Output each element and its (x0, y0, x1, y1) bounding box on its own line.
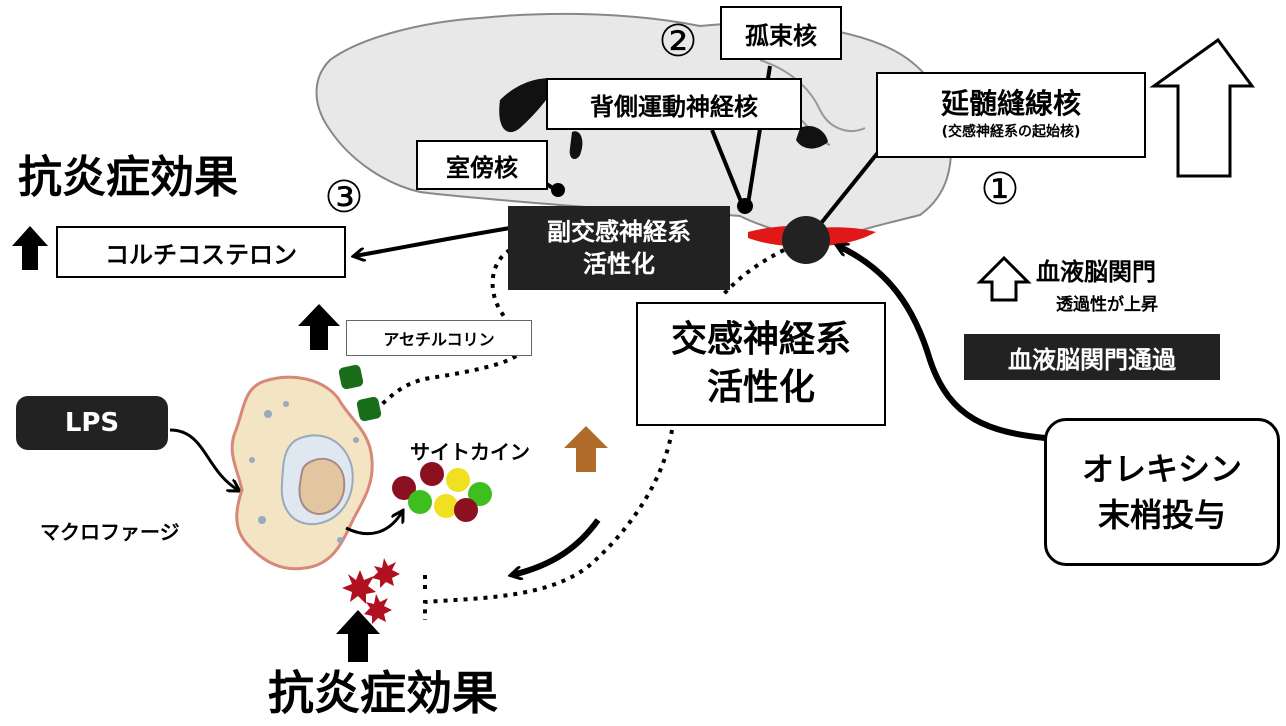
orexin-line2: 末梢投与 (1097, 496, 1226, 534)
orexin-administration-box: オレキシン 末梢投与 (1044, 418, 1280, 566)
spiky-cytokine-icon (342, 558, 400, 624)
label-nts: 孤束核 (720, 6, 842, 60)
ach-square-1 (338, 364, 364, 390)
label-corticosterone: コルチコステロン (56, 226, 346, 278)
cytokine-ball (454, 498, 478, 522)
hollow-up-arrow-small-icon (976, 255, 1032, 302)
step-number-3: ③ (324, 172, 364, 223)
sym-line1: 交感神経系 (670, 319, 851, 360)
ach-square-2 (356, 396, 382, 422)
sym-dotted-lower (423, 429, 674, 620)
sym-dotted-upper (720, 248, 785, 298)
hollow-up-arrow-icon (1149, 37, 1255, 178)
macrophage-to-cytokine-arrow (345, 512, 402, 536)
cortico-arrow (355, 226, 511, 256)
cytokine-ball (468, 482, 492, 506)
label-acetylcholine: アセチルコリン (346, 320, 532, 356)
cytokine-ball (408, 490, 432, 514)
up-arrow-icon-cortico (12, 226, 48, 270)
anti-inflammatory-top: 抗炎症効果 (18, 152, 238, 203)
raphe-connector (812, 148, 882, 234)
ventricle-shape (499, 78, 560, 133)
cytokine-ball (420, 462, 444, 486)
bbb-permeability-title: 血液脳関門 (1036, 258, 1156, 286)
ventricle-right (796, 125, 828, 149)
parasym-line2: 活性化 (583, 250, 655, 278)
orexin-line1: オレキシン (1081, 450, 1242, 488)
raphe-note: (交感神経系の起始核) (941, 124, 1081, 140)
label-macrophage: マクロファージ (40, 520, 180, 544)
raphe-title: 延髄縫線核 (940, 87, 1081, 120)
up-arrow-icon-bottom (336, 610, 380, 662)
parasympathetic-activation-box: 副交感神経系 活性化 (508, 206, 730, 290)
macrophage-nucleus (298, 457, 346, 516)
lps-arrow (169, 428, 238, 490)
sym-line2: 活性化 (706, 367, 815, 408)
bbb-permeability-sub: 透過性が上昇 (1056, 295, 1158, 315)
pvn-dot (551, 183, 565, 197)
label-cytokine: サイトカイン (410, 440, 530, 464)
sym-effect-arrow (512, 518, 601, 575)
anti-inflammatory-bottom: 抗炎症効果 (268, 666, 498, 720)
step-number-2: ② (658, 16, 698, 67)
bbb-passage-box: 血液脳関門通過 (964, 334, 1220, 380)
cytokine-ball (392, 476, 416, 500)
label-raphe: 延髄縫線核 (交感神経系の起始核) (876, 72, 1146, 158)
cytokine-ball (446, 468, 470, 492)
bbb-passage-label: 血液脳関門通過 (1008, 345, 1176, 374)
lps-label: LPS (64, 408, 120, 438)
sympathetic-activation-box: 交感神経系 活性化 (636, 302, 886, 426)
cytokine-ball (434, 494, 458, 518)
cytokine-up-arrow-icon (564, 426, 608, 472)
raphe-dot (782, 216, 830, 264)
nts-dot (737, 198, 753, 214)
step-number-1: ① (980, 164, 1020, 215)
up-arrow-icon-ach (298, 304, 340, 350)
ventricle-small (569, 131, 583, 160)
label-dmv: 背側運動神経核 (546, 78, 802, 130)
orexin-curve (838, 246, 1046, 441)
dmv-connector (710, 129, 744, 205)
label-pvn: 室傍核 (416, 140, 548, 190)
lps-box: LPS (16, 396, 168, 450)
parasym-line1: 副交感神経系 (547, 218, 691, 246)
